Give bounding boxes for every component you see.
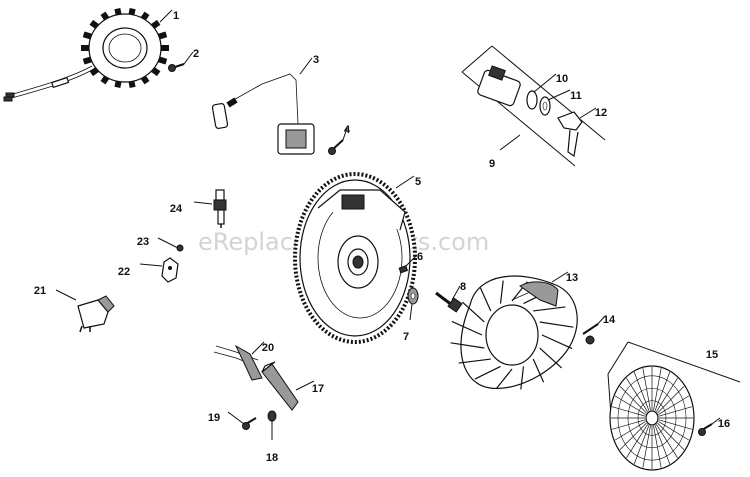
- leader-line-6: [405, 254, 418, 267]
- leader-line-1: [159, 9, 173, 23]
- part-number-19[interactable]: 19: [208, 412, 220, 424]
- leader-line-24: [193, 201, 213, 205]
- part-number-24[interactable]: 24: [170, 203, 183, 215]
- wire-harness-part-20[interactable]: [213, 344, 263, 381]
- part-number-1[interactable]: 1: [173, 10, 179, 22]
- leader-line-17: [295, 380, 315, 391]
- part-number-2[interactable]: 2: [193, 48, 199, 60]
- part-number-6[interactable]: 6: [417, 251, 423, 263]
- part-number-11[interactable]: 11: [570, 90, 582, 102]
- leader-line-5: [395, 175, 415, 189]
- leader-line-19: [227, 411, 245, 425]
- part-number-15[interactable]: 15: [706, 349, 718, 361]
- part-number-13[interactable]: 13: [566, 272, 578, 284]
- screw-part-19[interactable]: [242, 417, 257, 430]
- part-number-10[interactable]: 10: [556, 73, 568, 85]
- leader-line-4: [342, 127, 348, 141]
- leader-line-21: [55, 289, 77, 301]
- blower-fan-part[interactable]: [450, 275, 578, 390]
- part-number-3[interactable]: 3: [313, 54, 319, 66]
- part-number-12[interactable]: 12: [595, 107, 607, 119]
- leader-line-3: [299, 57, 313, 75]
- leader-line-14: [595, 315, 606, 327]
- part-number-14[interactable]: 14: [603, 314, 616, 326]
- part-number-8[interactable]: 8: [460, 281, 466, 293]
- spark-plug-part[interactable]: [213, 189, 227, 228]
- part-number-4[interactable]: 4: [344, 124, 351, 136]
- screw-part-4[interactable]: [328, 139, 344, 155]
- clip-part-22[interactable]: [161, 257, 179, 283]
- leader-line-7: [409, 303, 413, 321]
- leader-line-8: [451, 285, 461, 301]
- bracket-part-17[interactable]: [261, 361, 299, 411]
- leader-line-13: [551, 271, 569, 283]
- part-number-18[interactable]: 18: [266, 452, 278, 464]
- part-number-17[interactable]: 17: [312, 383, 324, 395]
- washer-part-7[interactable]: [407, 287, 419, 305]
- part-number-9[interactable]: 9: [489, 158, 495, 170]
- key-switch-assembly[interactable]: [461, 45, 606, 167]
- leader-line-16: [711, 417, 721, 425]
- leader-line-12: [579, 107, 597, 119]
- screw-part-14[interactable]: [582, 323, 599, 345]
- leader-line-23: [157, 237, 179, 249]
- relay-part-21[interactable]: [77, 295, 115, 333]
- leader-line-9: [499, 134, 521, 151]
- part-number-22[interactable]: 22: [118, 266, 130, 278]
- part-number-21[interactable]: 21: [34, 285, 46, 297]
- part-number-20[interactable]: 20: [262, 342, 274, 354]
- screw-part-16[interactable]: [698, 423, 713, 436]
- key-part-6[interactable]: [398, 265, 409, 274]
- stator-part[interactable]: [3, 8, 169, 102]
- nut-part-18[interactable]: [267, 410, 277, 422]
- leader-line-22: [139, 263, 163, 267]
- ignition-module-part[interactable]: [211, 73, 315, 155]
- bolt-part-8[interactable]: [435, 291, 463, 313]
- part-number-7[interactable]: 7: [403, 331, 409, 343]
- screw-part-2[interactable]: [168, 63, 185, 72]
- leader-line-11: [547, 89, 571, 101]
- rotating-screen-part[interactable]: [607, 341, 741, 471]
- flywheel-part[interactable]: [293, 172, 417, 344]
- part-number-5[interactable]: 5: [415, 176, 421, 188]
- part-number-23[interactable]: 23: [137, 236, 149, 248]
- leader-line-2: [183, 51, 194, 65]
- leader-line-20: [251, 341, 265, 355]
- part-number-16[interactable]: 16: [718, 418, 730, 430]
- leader-line-10: [533, 73, 557, 93]
